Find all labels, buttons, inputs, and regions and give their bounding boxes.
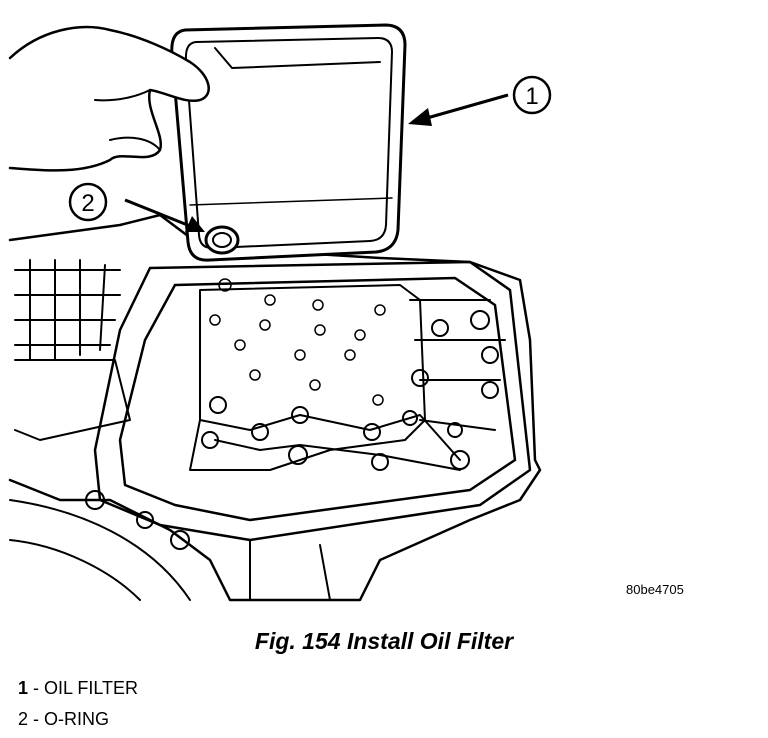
legend-item-o-ring: 2 - O-RING <box>18 704 138 735</box>
legend-separator: - <box>28 709 45 729</box>
legend: 1 - OIL FILTER 2 - O-RING <box>18 673 138 735</box>
legend-number: 2 <box>18 709 29 729</box>
pan-rim-inner <box>118 276 517 522</box>
transmission-case <box>8 213 542 602</box>
o-ring <box>204 225 240 255</box>
callout-1: 1 <box>408 75 552 126</box>
callout-2: 2 <box>68 182 205 232</box>
converter-housing <box>9 499 191 601</box>
oil-filter <box>170 23 407 262</box>
callout-number: 1 <box>525 83 538 110</box>
legend-number: 1 <box>18 678 29 698</box>
transmission-illustration: 1 2 <box>8 23 552 602</box>
legend-item-oil-filter: 1 - OIL FILTER <box>18 673 138 704</box>
figure-caption: Fig. 154 Install Oil Filter <box>254 628 514 654</box>
left-rib-grid <box>14 259 131 441</box>
valve-body-plate <box>189 284 426 471</box>
valve-body-holes <box>209 278 386 406</box>
legend-label: OIL FILTER <box>44 678 139 698</box>
image-code: 80be4705 <box>626 582 684 597</box>
callout-number: 2 <box>81 190 94 217</box>
legend-separator: - <box>28 678 45 698</box>
legend-label: O-RING <box>44 709 110 729</box>
pan-bolts <box>85 310 499 550</box>
hand <box>8 25 210 172</box>
